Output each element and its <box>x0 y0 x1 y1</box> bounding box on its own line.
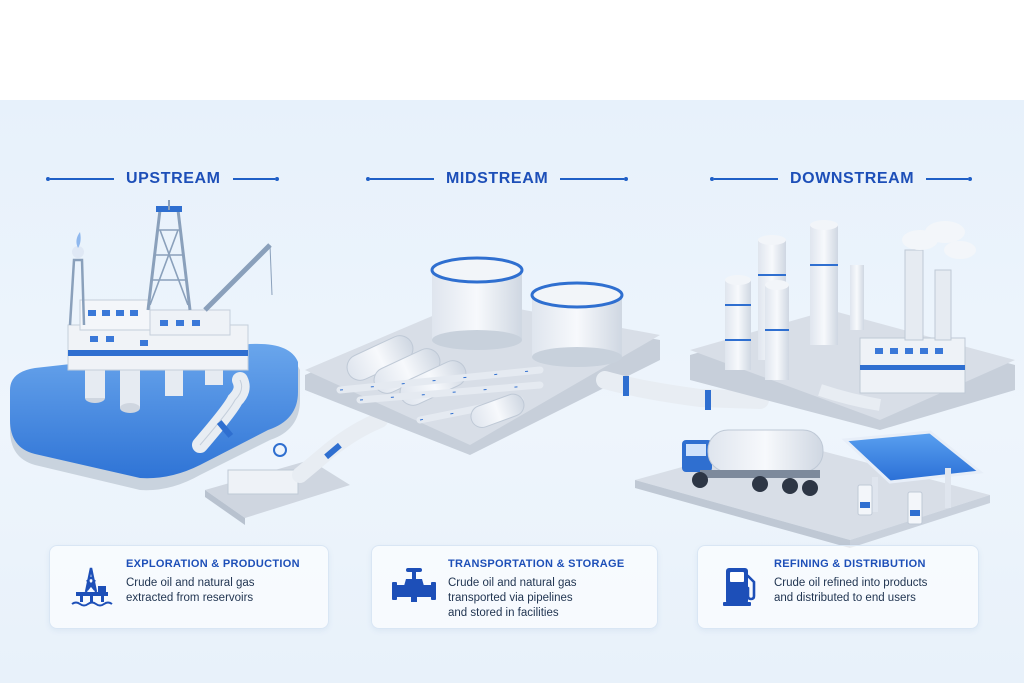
card-description: Crude oil refined into products and dist… <box>774 577 928 604</box>
section-title: DOWNSTREAM <box>790 170 915 187</box>
card-description: Crude oil and natural gas transported vi… <box>448 577 577 619</box>
oil-gas-value-chain-illustration <box>10 200 1015 548</box>
card-title: REFINING & DISTRIBUTION <box>774 558 926 570</box>
gas-station <box>841 430 984 525</box>
card-title: TRANSPORTATION & STORAGE <box>448 558 625 570</box>
tanker-truck <box>682 429 824 496</box>
card-title: EXPLORATION & PRODUCTION <box>126 558 300 570</box>
card-transportation-storage: TRANSPORTATION & STORAGE Crude oil and n… <box>371 545 658 629</box>
pipeline-valve-icon <box>392 568 436 602</box>
wellhead-valve-station <box>192 372 388 525</box>
section-header-upstream: UPSTREAM <box>46 170 279 188</box>
card-exploration-production: EXPLORATION & PRODUCTION Crude oil and n… <box>49 545 329 629</box>
oil-rig-icon <box>71 567 113 607</box>
refinery <box>690 220 1015 430</box>
storage-facility <box>305 256 660 455</box>
fuel-pump-icon <box>723 568 756 606</box>
offshore-platform <box>10 200 300 491</box>
card-refining-distribution: REFINING & DISTRIBUTION Crude oil refine… <box>697 545 979 629</box>
section-header-midstream: MIDSTREAM <box>366 170 629 188</box>
fuel-distribution <box>635 429 990 548</box>
diagram-canvas: UPSTREAM MIDSTREAM DOWNSTREAM EXPLORATIO… <box>0 100 1024 683</box>
section-header-downstream: DOWNSTREAM <box>710 170 973 188</box>
section-title: UPSTREAM <box>126 170 221 187</box>
card-description: Crude oil and natural gas extracted from… <box>126 577 255 604</box>
section-title: MIDSTREAM <box>446 170 549 187</box>
